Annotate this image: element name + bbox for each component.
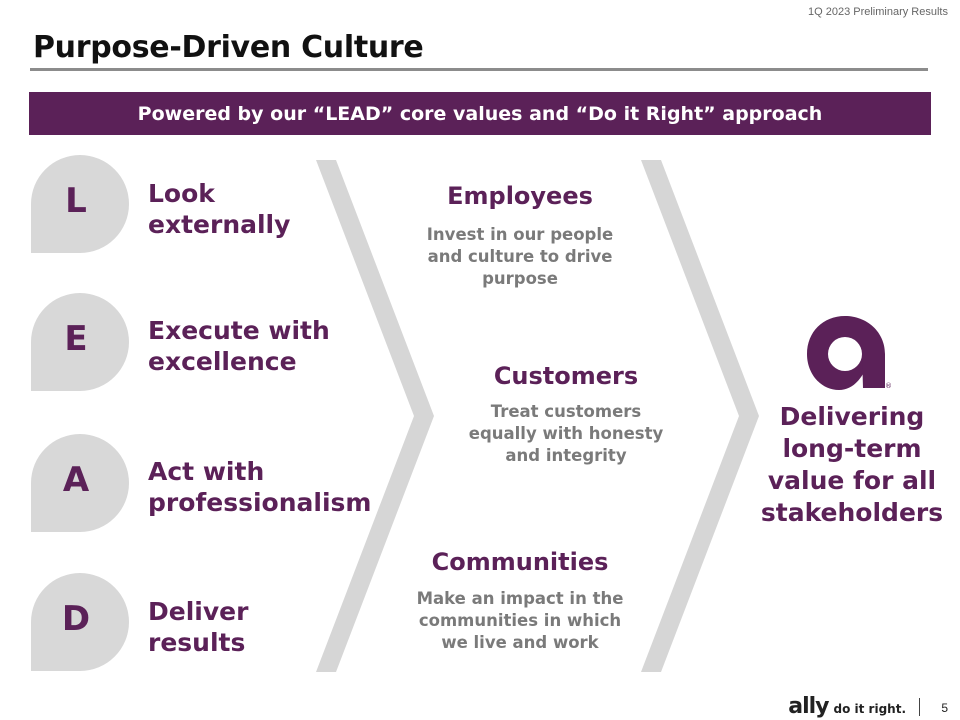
page-number: 5 bbox=[941, 701, 948, 715]
footer-brand: ally do it right. bbox=[788, 694, 928, 719]
value-letter: L bbox=[65, 181, 87, 221]
value-letter-a-badge: A bbox=[31, 434, 129, 532]
value-letter-e-badge: E bbox=[31, 293, 129, 391]
chevron-arrow-left bbox=[316, 160, 434, 672]
value-letter-d-badge: D bbox=[31, 573, 129, 671]
stakeholder-body-employees: Invest in our people and culture to driv… bbox=[426, 225, 614, 288]
value-letter: D bbox=[61, 599, 91, 639]
stakeholder-body-communities: Make an impact in the communities in whi… bbox=[416, 589, 624, 652]
chevron-arrow-right bbox=[641, 160, 759, 672]
ally-logo-mark-icon: ® bbox=[807, 316, 891, 390]
value-label-look-externally: Look externally bbox=[148, 179, 291, 239]
stakeholder-heading-employees: Employees bbox=[447, 182, 593, 210]
page-title: Purpose-Driven Culture bbox=[33, 30, 424, 65]
outcome-statement: Delivering long-term value for all stake… bbox=[760, 402, 944, 527]
value-letter: E bbox=[64, 319, 88, 359]
stakeholder-body-customers: Treat customers equally with honesty and… bbox=[468, 402, 664, 465]
value-label-execute-with-excellence: Execute with excellence bbox=[148, 316, 330, 376]
brand-tagline: do it right. bbox=[833, 702, 907, 716]
title-rule bbox=[30, 68, 928, 71]
banner: Powered by our “LEAD” core values and “D… bbox=[29, 92, 931, 135]
value-letter-l-badge: L bbox=[31, 155, 129, 253]
brand-divider bbox=[919, 697, 920, 716]
value-label-deliver-results: Deliver results bbox=[148, 597, 249, 657]
stakeholder-heading-customers: Customers bbox=[493, 362, 639, 390]
stakeholder-heading-communities: Communities bbox=[431, 548, 609, 576]
value-letter: A bbox=[62, 460, 90, 500]
registered-mark-icon: ® bbox=[885, 382, 891, 390]
value-label-act-with-professionalism: Act with professionalism bbox=[148, 457, 372, 517]
brand-wordmark: ally bbox=[788, 694, 829, 719]
header-note: 1Q 2023 Preliminary Results bbox=[807, 6, 948, 18]
